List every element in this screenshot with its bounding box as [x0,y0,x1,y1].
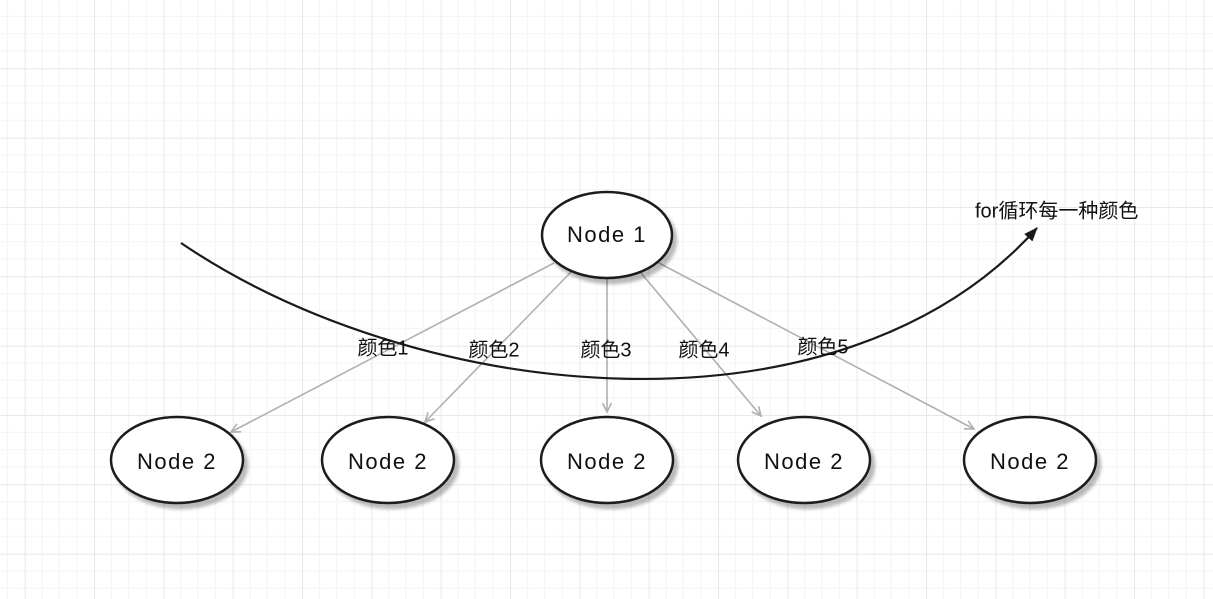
loop-arrow-curve[interactable] [180,227,1038,380]
node-1-shape[interactable] [540,190,674,280]
node-2-shape-3[interactable] [539,415,675,505]
node-2-label-3[interactable]: Node 2 [567,449,647,474]
edge-label-3[interactable]: 颜色3 [580,339,632,362]
node-2-shape-5[interactable] [962,415,1098,505]
edge-line-5[interactable] [658,262,976,430]
node-2-shape-1[interactable] [109,415,245,505]
edges [229,262,976,433]
node-2-label-4[interactable]: Node 2 [764,449,844,474]
node-2-shape-2[interactable] [320,415,456,505]
node-2-label-2[interactable]: Node 2 [348,449,428,474]
loop-annotation-label[interactable]: for循环每一种颜色 [975,200,1139,223]
node-2-shape-4[interactable] [736,415,872,505]
nodes [109,190,1098,505]
edge-label-1[interactable]: 颜色1 [357,337,409,360]
node-2-label-5[interactable]: Node 2 [990,449,1070,474]
edge-label-5[interactable]: 颜色5 [797,336,849,359]
edge-label-4[interactable]: 颜色4 [678,339,730,362]
node-2-label-1[interactable]: Node 2 [137,449,217,474]
edge-line-1[interactable] [229,262,555,433]
node-1-label[interactable]: Node 1 [567,222,647,247]
edge-line-4[interactable] [640,272,763,418]
edge-line-2[interactable] [423,271,572,424]
edge-label-2[interactable]: 颜色2 [468,339,520,362]
